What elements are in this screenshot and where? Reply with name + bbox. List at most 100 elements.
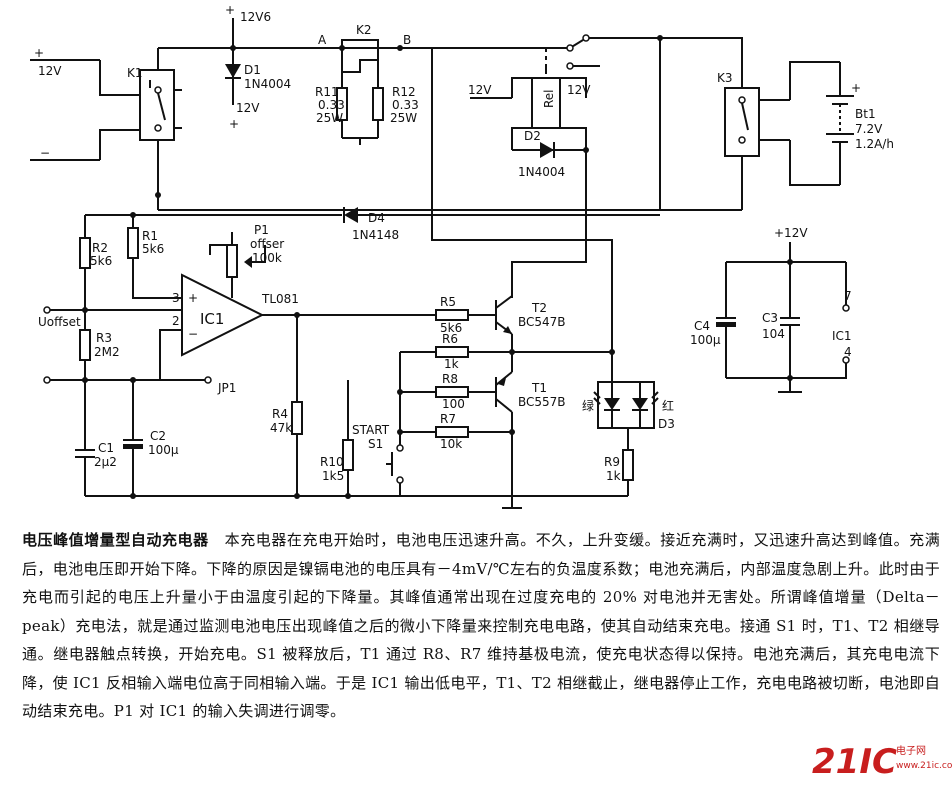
node-b-label: B [403, 33, 411, 47]
relay-k2: A B K2 [318, 23, 570, 51]
diode-d4: D4 1N4148 [133, 207, 660, 242]
r8-name: R8 [442, 372, 458, 386]
r8-value: 100 [442, 397, 465, 411]
r4-value: 47k [270, 421, 292, 435]
d3-red-label: 红 [662, 398, 674, 413]
c2-value: 100μ [148, 443, 179, 457]
watermark-main: 21IC [812, 742, 897, 782]
ic1-pin2: 2 [172, 314, 180, 328]
r12-power: 25W [390, 111, 417, 125]
r4-name: R4 [272, 407, 288, 421]
ic1-part: TL081 [261, 292, 299, 306]
p1-label: offser [250, 237, 284, 251]
jp1-label: JP1 [217, 381, 236, 395]
r2-value: 5k6 [90, 254, 112, 268]
r2-name: R2 [92, 241, 108, 255]
c4-value: 100μ [690, 333, 721, 347]
r9-value: 1k [606, 469, 621, 483]
transistor-t1: T1 BC557B [495, 352, 566, 496]
watermark-url: www.21ic.com [896, 761, 952, 771]
resistor-r3: R3 2M2 [79, 310, 120, 380]
r11-name: R11 [315, 85, 339, 99]
r1-value: 5k6 [142, 242, 164, 256]
led-d3: 绿 红 D3 [582, 353, 675, 450]
r7-name: R7 [440, 412, 456, 426]
d1-bottom-label: 12V [236, 101, 260, 115]
d1-name: D1 [244, 63, 261, 77]
resistor-r1: R1 5k6 [127, 215, 164, 285]
c2-name: C2 [150, 429, 166, 443]
r9-name: R9 [604, 455, 620, 469]
opamp-ic1: IC1 + − 3 2 TL081 [159, 273, 420, 380]
resistor-r6: R6 1k [400, 332, 615, 371]
ic1-pin4: 4 [844, 345, 852, 359]
rel-12v-right: 12V [567, 83, 591, 97]
r5-name: R5 [440, 295, 456, 309]
caption-body: 本充电器在充电开始时，电池电压迅速升高。不久，上升变缓。接近充满时，又迅速升高达… [22, 531, 940, 720]
circuit-schematic: + 12V − K1 + 12V6 D1 1N4004 12V + A [30, 3, 894, 509]
rel-12v-left: 12V [468, 83, 492, 97]
r6-value: 1k [444, 357, 459, 371]
resistor-r8: R8 100 [397, 372, 496, 411]
t2-name: T2 [531, 301, 547, 315]
c1-name: C1 [98, 441, 114, 455]
resistor-r11: R11 0.33 25W [315, 48, 348, 138]
c4-name: C4 [694, 319, 710, 333]
resistor-r9: R9 1k [604, 449, 634, 496]
p1-value: 100k [252, 251, 282, 265]
resistor-r2: R2 5k6 [79, 215, 112, 310]
r12-name: R12 [392, 85, 416, 99]
d2-name: D2 [524, 129, 541, 143]
supply-voltage-label: 12V [38, 64, 62, 78]
relay-k1: K1 [127, 48, 182, 195]
r1-name: R1 [142, 229, 158, 243]
resistor-r4: R4 47k [270, 315, 303, 496]
watermark-sub: 电子网 [896, 746, 926, 757]
s1-name: S1 [368, 437, 383, 451]
c1-value: 2μ2 [94, 455, 117, 469]
battery-voltage: 7.2V [855, 122, 883, 136]
switch-s1: START S1 [352, 423, 404, 496]
ic1-minus-sign: − [188, 327, 198, 341]
d4-name: D4 [368, 211, 385, 225]
ic1-plus-sign: + [188, 291, 198, 305]
supply-plus-sign: + [34, 46, 44, 60]
supply-input: + 12V − [30, 46, 140, 161]
r11-value: 0.33 [318, 98, 345, 112]
c3-name: C3 [762, 311, 778, 325]
resistor-r7: R7 10k [397, 412, 515, 451]
r5-value: 5k6 [440, 321, 462, 335]
ic1-supply-name: IC1 [832, 329, 852, 343]
r11-power: 25W [316, 111, 343, 125]
r10-value: 1k5 [322, 469, 344, 483]
diode-d2: D2 1N4004 [512, 129, 589, 179]
r12-value: 0.33 [392, 98, 419, 112]
ic1-name: IC1 [200, 310, 224, 328]
s1-label: START [352, 423, 390, 437]
battery-name: Bt1 [855, 107, 876, 121]
node-a-label: A [318, 33, 327, 47]
r3-name: R3 [96, 331, 112, 345]
p1-name: P1 [254, 223, 269, 237]
d1-bottom-plus: + [229, 117, 239, 131]
ic1-supply-decoupling: +12V +12V C4 100μ C3 104 7 IC1 4 [690, 226, 852, 393]
k1-label: K1 [127, 66, 143, 80]
d1-top-plus: + [225, 3, 235, 17]
r7-value: 10k [440, 437, 462, 451]
watermark-logo: 21IC 电子网 www.21ic.com [812, 742, 952, 782]
t1-name: T1 [531, 381, 547, 395]
r10-name: R10 [320, 455, 344, 469]
battery-plus: + [851, 81, 861, 95]
d3-green-label: 绿 [582, 398, 594, 413]
d1-top-label: 12V6 [240, 10, 271, 24]
capacitor-c2: C2 100μ [123, 380, 179, 496]
potentiometer-p1: P1 offser 100k [209, 223, 284, 298]
transistor-t2: T2 BC547B [495, 262, 566, 352]
r3-value: 2M2 [94, 345, 120, 359]
capacitor-c1: C1 2μ2 [75, 380, 117, 496]
caption-title: 电压峰值增量型自动充电器 [22, 531, 209, 549]
battery-capacity: 1.2A/h [855, 137, 894, 151]
resistor-r12: R12 0.33 25W [372, 48, 419, 138]
d4-part: 1N4148 [352, 228, 399, 242]
d1-part: 1N4004 [244, 77, 291, 91]
